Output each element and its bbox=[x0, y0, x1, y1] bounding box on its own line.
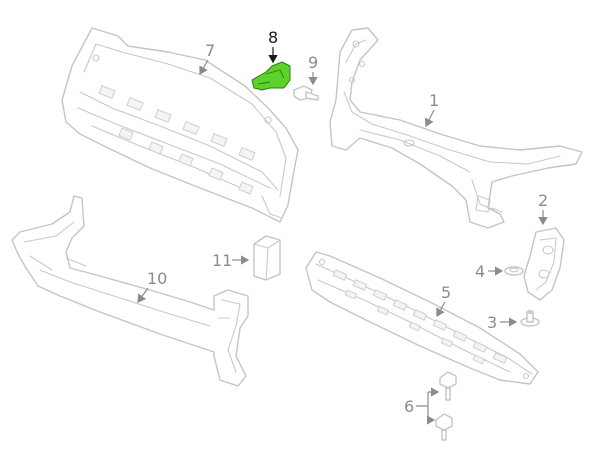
callout-label-10: 10 bbox=[147, 269, 167, 288]
callout-3: 3 bbox=[487, 313, 518, 332]
callout-label-5: 5 bbox=[441, 283, 451, 302]
part-7-grille-frame[interactable] bbox=[61, 27, 299, 223]
callout-7: 7 bbox=[199, 41, 215, 76]
part-8-bracket[interactable] bbox=[251, 61, 291, 91]
callout-label-4: 4 bbox=[475, 262, 485, 281]
part-2-side-bracket[interactable] bbox=[523, 227, 565, 301]
part-10-lower-frame[interactable] bbox=[11, 195, 249, 387]
callout-8: 8 bbox=[268, 28, 278, 64]
callout-label-6: 6 bbox=[404, 397, 414, 416]
callout-11: 11 bbox=[212, 251, 250, 270]
callout-label-11: 11 bbox=[212, 251, 232, 270]
part-3-clip[interactable] bbox=[520, 309, 540, 327]
callout-label-8: 8 bbox=[268, 28, 278, 47]
callout-9: 9 bbox=[308, 53, 318, 86]
callout-label-7: 7 bbox=[205, 41, 215, 60]
callout-2: 2 bbox=[538, 191, 548, 226]
part-4-washer[interactable] bbox=[504, 266, 524, 276]
callout-label-2: 2 bbox=[538, 191, 548, 210]
callout-4: 4 bbox=[475, 262, 504, 281]
part-9-bolt[interactable] bbox=[293, 85, 319, 101]
callout-label-1: 1 bbox=[429, 91, 439, 110]
callout-label-3: 3 bbox=[487, 313, 497, 332]
part-6-bolts[interactable] bbox=[435, 371, 457, 441]
callout-10: 10 bbox=[137, 269, 167, 303]
callout-5: 5 bbox=[436, 283, 451, 318]
callout-6: 6 bbox=[404, 387, 440, 425]
part-1-upper-support[interactable] bbox=[329, 27, 583, 229]
callout-label-9: 9 bbox=[308, 53, 318, 72]
part-11-block[interactable] bbox=[253, 235, 281, 281]
callout-1: 1 bbox=[424, 91, 439, 128]
part-5-lower-crossmember[interactable] bbox=[305, 251, 539, 385]
